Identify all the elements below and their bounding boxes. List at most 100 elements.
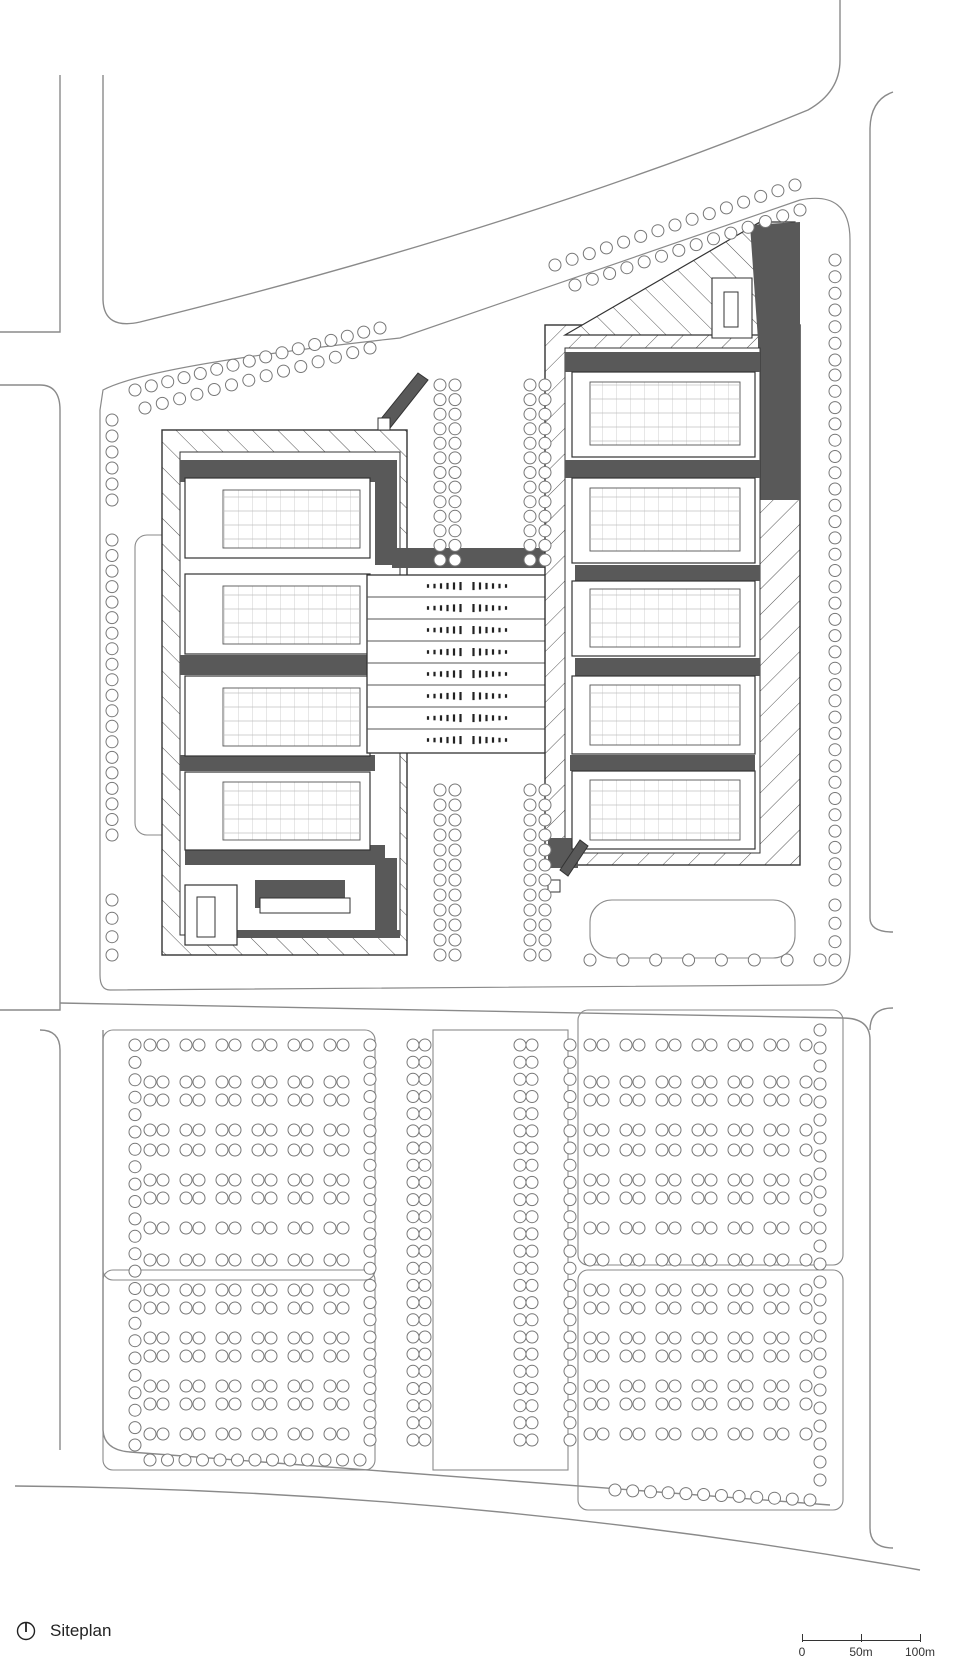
tree [323, 1397, 337, 1411]
tree [287, 1093, 301, 1107]
tree [619, 1331, 633, 1345]
tree [828, 840, 842, 854]
tree [228, 1093, 242, 1107]
tree [828, 759, 842, 773]
tree [525, 1330, 539, 1344]
column [433, 693, 436, 699]
column [472, 670, 475, 679]
tree [776, 1038, 790, 1052]
tree [251, 1397, 265, 1411]
tree [448, 378, 462, 392]
tree [563, 1107, 577, 1121]
tree [448, 553, 462, 567]
tree [336, 1283, 350, 1297]
tree [538, 843, 552, 857]
tree [828, 824, 842, 838]
tree [363, 1158, 377, 1172]
tree [813, 1023, 827, 1037]
tree [287, 1301, 301, 1315]
tree [740, 1038, 754, 1052]
tree [513, 1330, 527, 1344]
tree [363, 341, 377, 355]
tree [448, 538, 462, 552]
tree [513, 1364, 527, 1378]
tree [632, 1038, 646, 1052]
tree [799, 1123, 813, 1137]
tree [328, 350, 342, 364]
tree [363, 1296, 377, 1310]
tree [813, 1149, 827, 1163]
tree [418, 1227, 432, 1241]
tree [287, 1143, 301, 1157]
tree [776, 1075, 790, 1089]
tree [523, 553, 537, 567]
tree [538, 407, 552, 421]
tree [704, 1191, 718, 1205]
tree [300, 1349, 314, 1363]
tree [177, 371, 191, 385]
tree [418, 1261, 432, 1275]
tree [433, 828, 447, 842]
column [433, 737, 436, 743]
tree [813, 1167, 827, 1181]
tree [105, 580, 119, 594]
tree [418, 1347, 432, 1361]
tree [563, 1296, 577, 1310]
column [491, 737, 495, 743]
tree [672, 243, 686, 257]
tree [523, 393, 537, 407]
tree [192, 1191, 206, 1205]
tree [105, 477, 119, 491]
tree [691, 1397, 705, 1411]
tree [418, 1330, 432, 1344]
column [439, 693, 443, 699]
tree [619, 1173, 633, 1187]
tree [105, 719, 119, 733]
column [498, 671, 501, 677]
tree [406, 1227, 420, 1241]
tree [156, 1379, 170, 1393]
tree [563, 1193, 577, 1207]
tree [740, 1143, 754, 1157]
tree [251, 1075, 265, 1089]
column [485, 626, 488, 634]
tree [228, 1253, 242, 1267]
tree [523, 843, 537, 857]
tree [363, 1055, 377, 1069]
tree [156, 1349, 170, 1363]
tree [525, 1399, 539, 1413]
column [439, 649, 443, 655]
column [426, 606, 430, 610]
tree [632, 1123, 646, 1137]
tree [538, 873, 552, 887]
tree [523, 509, 537, 523]
tree [363, 1107, 377, 1121]
tree [525, 1278, 539, 1292]
tree [525, 1210, 539, 1224]
tree [704, 1349, 718, 1363]
tree [418, 1382, 432, 1395]
tree [448, 436, 462, 450]
tree [563, 1090, 577, 1103]
tree [363, 1193, 377, 1207]
tree [418, 1416, 432, 1430]
column [491, 649, 495, 655]
tree [780, 953, 794, 967]
tree [668, 1093, 682, 1107]
tree [740, 1331, 754, 1345]
tree [433, 553, 447, 567]
tree [287, 1075, 301, 1089]
tree [828, 384, 842, 398]
tree [704, 1253, 718, 1267]
tree [215, 1331, 229, 1345]
tree [655, 1038, 669, 1052]
tree [525, 1158, 539, 1172]
tree [523, 903, 537, 917]
tree [724, 226, 738, 240]
tree [448, 948, 462, 962]
tree [525, 1382, 539, 1395]
tree [406, 1347, 420, 1361]
tree [179, 1301, 193, 1315]
tree [727, 1173, 741, 1187]
tree [763, 1283, 777, 1297]
